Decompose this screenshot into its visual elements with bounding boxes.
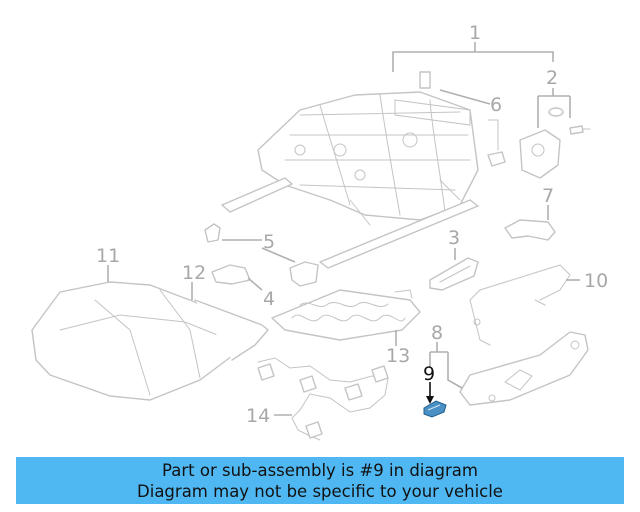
part-9-highlighted xyxy=(423,400,447,418)
callout-9: 9 xyxy=(423,363,435,385)
clip-5 xyxy=(204,223,221,243)
callout-6: 6 xyxy=(490,94,502,116)
callout-1: 1 xyxy=(469,22,481,44)
callout-10: 10 xyxy=(584,270,608,292)
callout-7: 7 xyxy=(542,185,554,207)
recliner-mechanism xyxy=(519,107,591,179)
wire-frame-10 xyxy=(469,264,571,346)
callout-14: 14 xyxy=(246,405,270,427)
side-shield-8 xyxy=(459,331,589,406)
callout-11: 11 xyxy=(96,245,120,267)
banner-line-2: Diagram may not be specific to your vehi… xyxy=(137,481,503,501)
banner-line-1: Part or sub-assembly is #9 in diagram xyxy=(162,460,478,480)
bracket-7 xyxy=(504,219,556,241)
wire-harness-14 xyxy=(257,357,389,441)
bracket-4 xyxy=(211,261,319,287)
seat-frame-assembly xyxy=(221,91,479,269)
callout-13: 13 xyxy=(386,345,410,367)
heater-mat-13 xyxy=(271,289,421,341)
callout-2: 2 xyxy=(546,67,558,89)
leader-lines xyxy=(107,42,580,416)
callout-8: 8 xyxy=(431,322,443,344)
callout-3: 3 xyxy=(448,227,460,249)
info-banner: Part or sub-assembly is #9 in diagram Di… xyxy=(16,457,624,504)
callout-4: 4 xyxy=(263,288,275,310)
seat-cover-12 xyxy=(194,299,269,361)
parts-diagram: 1 2 6 7 5 3 11 12 10 4 8 13 9 14 xyxy=(31,22,608,441)
bracket-6 xyxy=(419,71,506,167)
trim-3 xyxy=(429,257,479,291)
seat-cushion-11 xyxy=(31,281,246,401)
callout-5: 5 xyxy=(263,231,275,253)
callout-12: 12 xyxy=(182,262,206,284)
